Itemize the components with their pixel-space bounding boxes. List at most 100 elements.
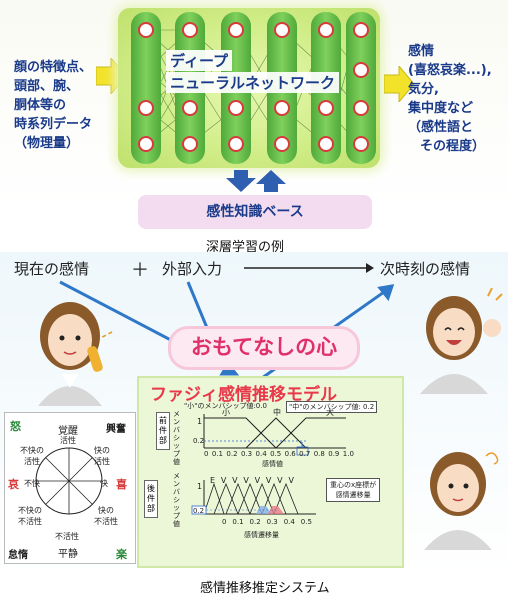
wheel-inner-left: 不快 [24, 479, 40, 488]
input-description: 顔の特徴点、 頭部、腕、 胴体等の 時系列データ （物理量） [14, 58, 92, 153]
wheel-inner-bottom: 不活性 [55, 532, 79, 541]
omotenashi-badge: おもてなしの心 [168, 326, 360, 370]
nn-node [353, 62, 369, 78]
nn-node [274, 136, 290, 152]
down-arrow-icon [226, 170, 256, 192]
wheel-text: 不活性 [18, 517, 42, 526]
tick: 0.2 [249, 518, 261, 526]
wheel-right-label: 喜 [116, 478, 127, 491]
wheel-inner-top-left: 不快の 活性 [20, 445, 44, 467]
emotion-axis-ticks: 0 0.1 0.2 0.3 0.4 0.5 0.6 0.7 0.8 0.9 1.… [204, 450, 354, 458]
wheel-inner-bottom-left: 不快の 不活性 [18, 505, 42, 527]
headline-current-emotion: 現在の感情 [14, 260, 90, 278]
set-label-mid: 中 [273, 408, 281, 417]
set-label-large: 大 [326, 408, 334, 417]
nn-node [353, 136, 369, 152]
deep-learning-caption: 深層学習の例 [206, 240, 285, 255]
wheel-corner-tl: 怒 [10, 420, 21, 433]
centroid-note-line: 感情遷移量 [335, 491, 371, 499]
input-line: 胴体等の [14, 98, 67, 113]
nn-node [138, 100, 154, 116]
headline-plus: ＋ [131, 260, 149, 281]
centroid-note-box: 重心のx座標が 感情遷移量 [326, 478, 381, 502]
output-line: 集中度など [408, 101, 474, 116]
wheel-inner-top: 活性 [60, 436, 76, 445]
emotion-system-caption: 感情推移推定システム [200, 581, 330, 596]
wheel-text: 快の [94, 446, 110, 455]
wheel-corner-bl: 怠惰 [8, 550, 28, 561]
consequent-y-tick-02: 0.2 [193, 507, 205, 515]
nn-node [228, 100, 244, 116]
antecedent-label: 前件部 [156, 412, 170, 450]
nn-node [318, 22, 334, 38]
wheel-inner-top-right: 快の 活性 [94, 445, 110, 467]
tick: 0 [204, 450, 209, 458]
set-label: V [232, 476, 238, 485]
consequent-chart [191, 480, 316, 515]
headline-arrow [244, 263, 374, 273]
wheel-corner-br: 楽 [116, 548, 127, 561]
nn-node [274, 100, 290, 116]
wheel-inner-bottom-right: 快の 不活性 [94, 505, 118, 527]
nn-node [138, 136, 154, 152]
tick: 0.3 [240, 450, 253, 458]
woman-on-phone-illustration [38, 302, 103, 406]
nn-node [138, 22, 154, 38]
output-line: その程度） [420, 139, 486, 154]
tick: 0 [222, 518, 227, 526]
fuzzy-model-title: ファジィ感情推移モデル [150, 385, 337, 405]
nn-node [318, 100, 334, 116]
knowledge-base-box: 感性知識ベース [138, 195, 372, 229]
wheel-text: 不快の [18, 506, 42, 515]
wheel-text: 不活性 [94, 517, 118, 526]
membership-mid-note: "中"のメンバシップ値: 0.2 [286, 401, 378, 413]
tick: 0.1 [232, 518, 244, 526]
headline-next-emotion: 次時刻の感情 [380, 260, 471, 278]
wheel-inner-right: 快 [100, 479, 108, 488]
consequent-label: 後件部 [144, 480, 158, 518]
tick: 0.3 [266, 518, 278, 526]
nn-node [228, 22, 244, 38]
transition-axis-label: 感情遷移量 [244, 531, 279, 539]
wheel-text: 不快の [20, 446, 44, 455]
input-line: 顔の特徴点、 [14, 60, 93, 75]
knowledge-exchange-arrows [226, 170, 286, 192]
antecedent-membership-axis: メンバシップ値 [173, 410, 180, 466]
tick: 0.4 [255, 450, 267, 458]
set-label-small: 小 [222, 408, 230, 417]
tick: 0.5 [300, 518, 312, 526]
tick: 0.1 [211, 450, 224, 458]
tick: 0.5 [270, 450, 282, 458]
neural-network-box: ディープ ニューラルネットワーク [118, 8, 380, 168]
nn-node [182, 100, 198, 116]
input-line: 頭部、腕、 [14, 79, 80, 94]
headline-external-input: 外部入力 [162, 260, 223, 278]
output-description: 感情 (喜怒哀楽...), 気分, 集中度など （感性語と その程度） [408, 42, 492, 156]
nn-node [274, 22, 290, 38]
wheel-corner-tr: 興奮 [106, 424, 126, 435]
nn-node [318, 136, 334, 152]
centroid-note-line: 重心のx座標が [330, 481, 377, 489]
set-label: V [288, 476, 294, 485]
set-label: V [243, 476, 249, 485]
set-label: V [220, 476, 227, 485]
tick: 0.9 [328, 450, 340, 458]
output-arrow [384, 66, 414, 102]
nn-node [353, 100, 369, 116]
nn-label-line-1: ディープ [166, 50, 233, 71]
output-line: 気分, [408, 82, 439, 97]
input-line: 時系列データ [14, 117, 93, 132]
transition-axis-ticks: 0 0.1 0.2 0.3 0.4 0.5 [222, 518, 312, 526]
thinking-woman-illustration [424, 452, 499, 550]
tick: 0.7 [299, 450, 311, 458]
input-line: （物理量） [14, 136, 80, 151]
antecedent-chart [203, 414, 346, 456]
output-line: (喜怒哀楽...), [408, 63, 492, 78]
wheel-text: 活性 [24, 457, 40, 466]
up-arrow-icon [256, 170, 286, 192]
set-label: V [265, 476, 272, 485]
antecedent-y-tick-02: 0.2 [193, 437, 205, 445]
tick: 0.8 [313, 450, 325, 458]
nn-node [353, 22, 369, 38]
emotion-wheel [35, 447, 103, 515]
